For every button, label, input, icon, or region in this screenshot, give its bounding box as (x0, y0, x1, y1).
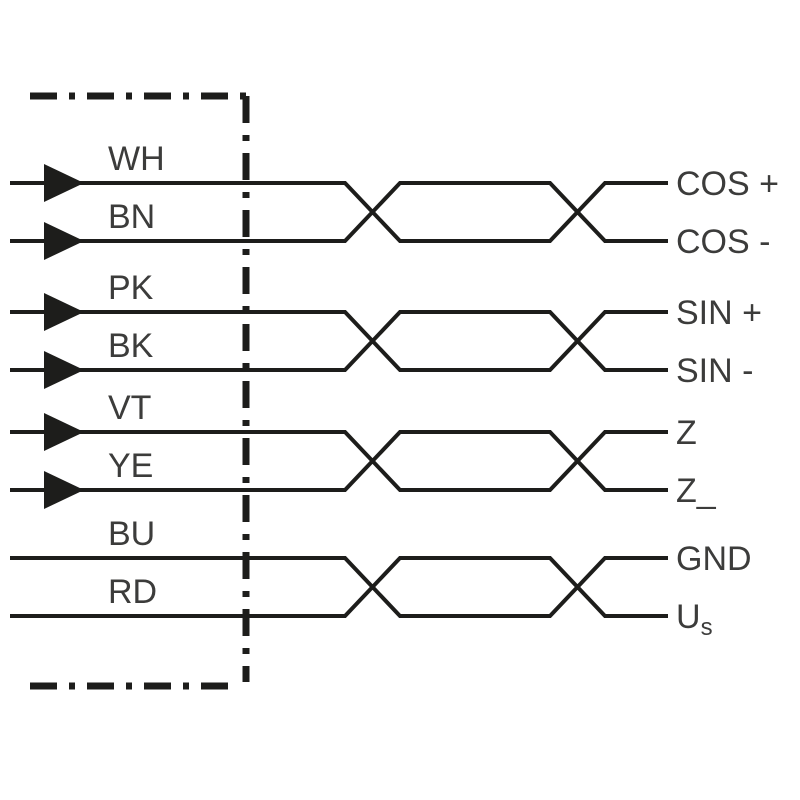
arrow-icon (44, 413, 84, 451)
arrow-icon (44, 164, 84, 202)
arrow-icon (44, 471, 84, 509)
wire-wh (10, 181, 668, 243)
wire-bk (10, 310, 668, 372)
signal-label-gnd: GND (676, 540, 752, 578)
signal-label-z: Z (676, 414, 697, 452)
signal-label-cos-minus: COS - (676, 223, 770, 261)
signal-label-z-bar: Z_ (676, 472, 717, 510)
wire-label-bu: BU (108, 515, 155, 553)
wire-bu (10, 556, 668, 618)
wire-label-bk: BK (108, 327, 154, 365)
wire-label-wh: WH (108, 140, 165, 178)
signal-label-sin-plus: SIN + (676, 294, 762, 332)
pair-z: VT YE Z Z_ (10, 389, 717, 510)
wire-label-vt: VT (108, 389, 151, 427)
wire-rd (10, 556, 668, 618)
wire-vt (10, 430, 668, 492)
wire-bn (10, 181, 668, 243)
wire-label-bn: BN (108, 198, 155, 236)
wire-ye (10, 430, 668, 492)
pair-sin: PK BK SIN + SIN - (10, 269, 762, 390)
pair-supply: BU RD GND Us (10, 515, 752, 641)
pair-cos: WH BN COS + COS - (10, 140, 779, 261)
signal-label-cos-plus: COS + (676, 165, 779, 203)
arrow-icon (44, 293, 84, 331)
wire-label-pk: PK (108, 269, 154, 307)
wire-pk (10, 310, 668, 372)
arrow-icon (44, 222, 84, 260)
arrow-icon (44, 351, 84, 389)
signal-label-us: Us (676, 598, 713, 641)
wire-label-rd: RD (108, 573, 157, 611)
signal-label-sin-minus: SIN - (676, 352, 753, 390)
wire-label-ye: YE (108, 447, 153, 485)
